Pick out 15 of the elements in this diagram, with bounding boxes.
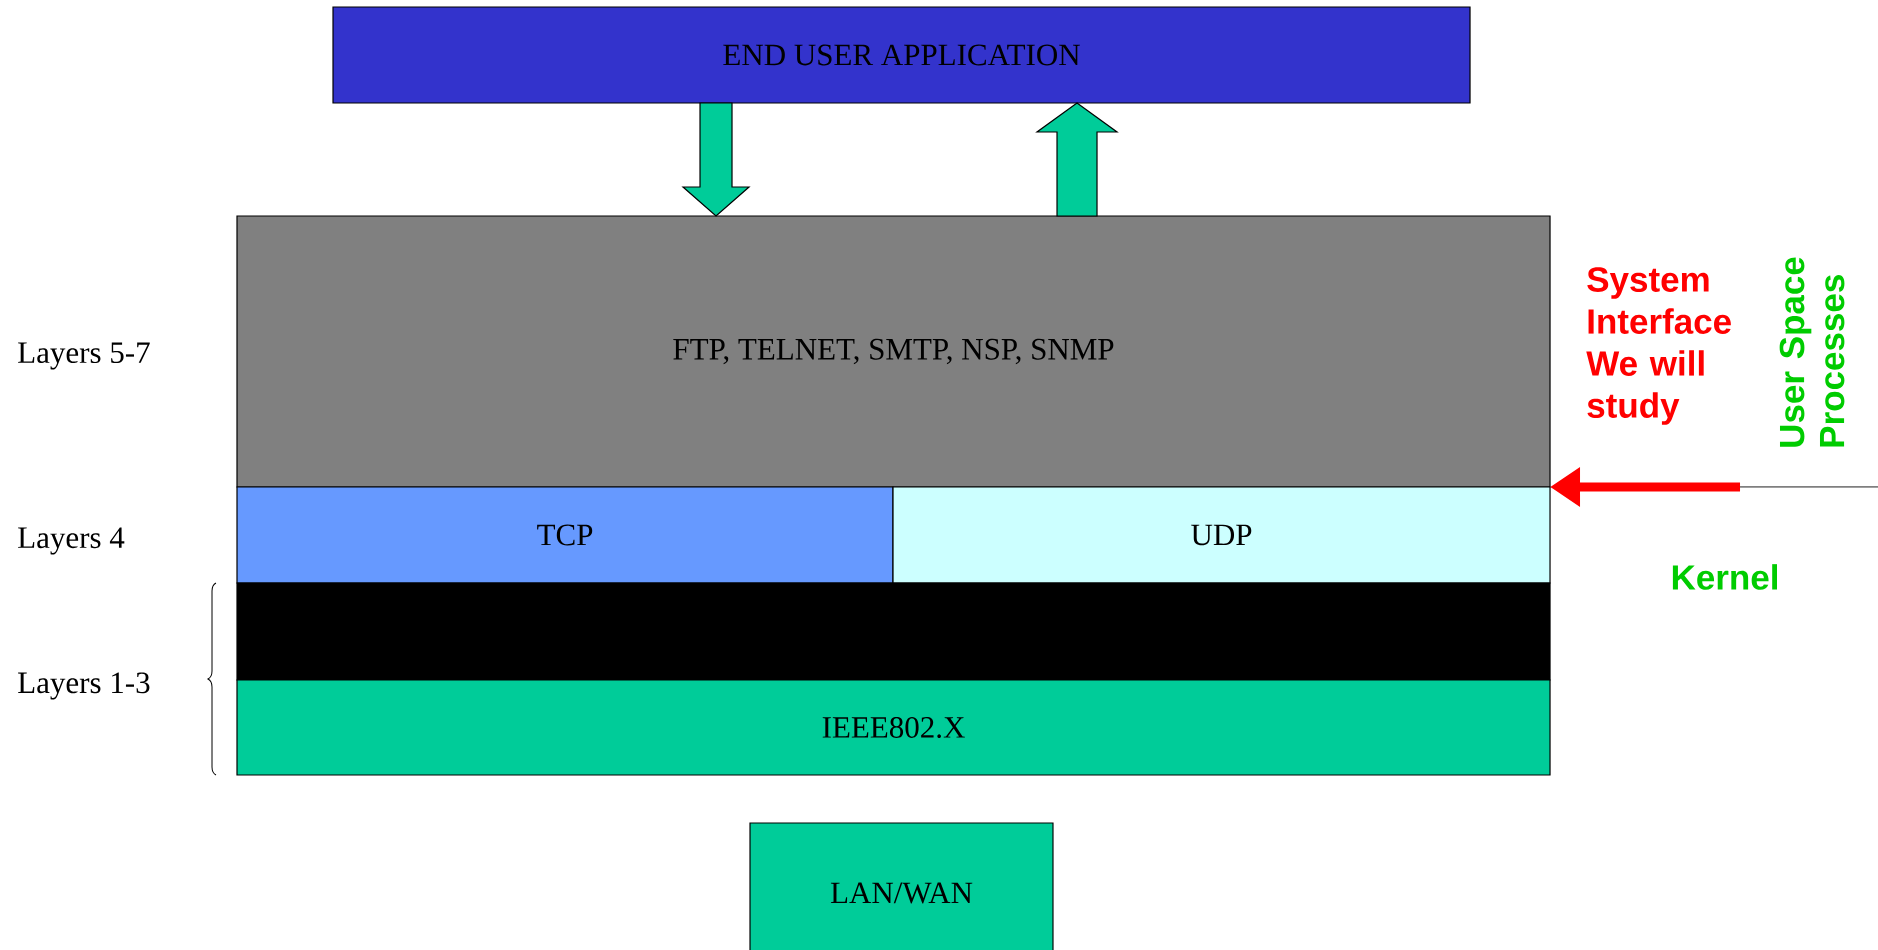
region-label: Kernel: [1672, 564, 1777, 590]
application-box: END USER APPLICATION: [332, 6, 1471, 104]
layer-box: TCP: [236, 486, 894, 584]
network-box: LAN/WAN: [749, 822, 1054, 950]
block-arrow: [1035, 102, 1119, 217]
interface-note: System Interface We will study: [1586, 267, 1731, 425]
layer-box: FTP, TELNET, SMTP, NSP, SNMP: [236, 215, 1551, 488]
layer-label: Layers 5-7: [18, 342, 150, 370]
block-arrow: [681, 102, 751, 217]
layer-box: [236, 582, 1551, 681]
layer-box: IEEE802.X: [236, 679, 1551, 776]
region-label: User Space Processes: [1779, 257, 1845, 447]
layer-box: UDP: [892, 486, 1551, 584]
layer-label: Layers 4: [18, 527, 125, 555]
layer-label: Layers 1-3: [18, 672, 150, 700]
